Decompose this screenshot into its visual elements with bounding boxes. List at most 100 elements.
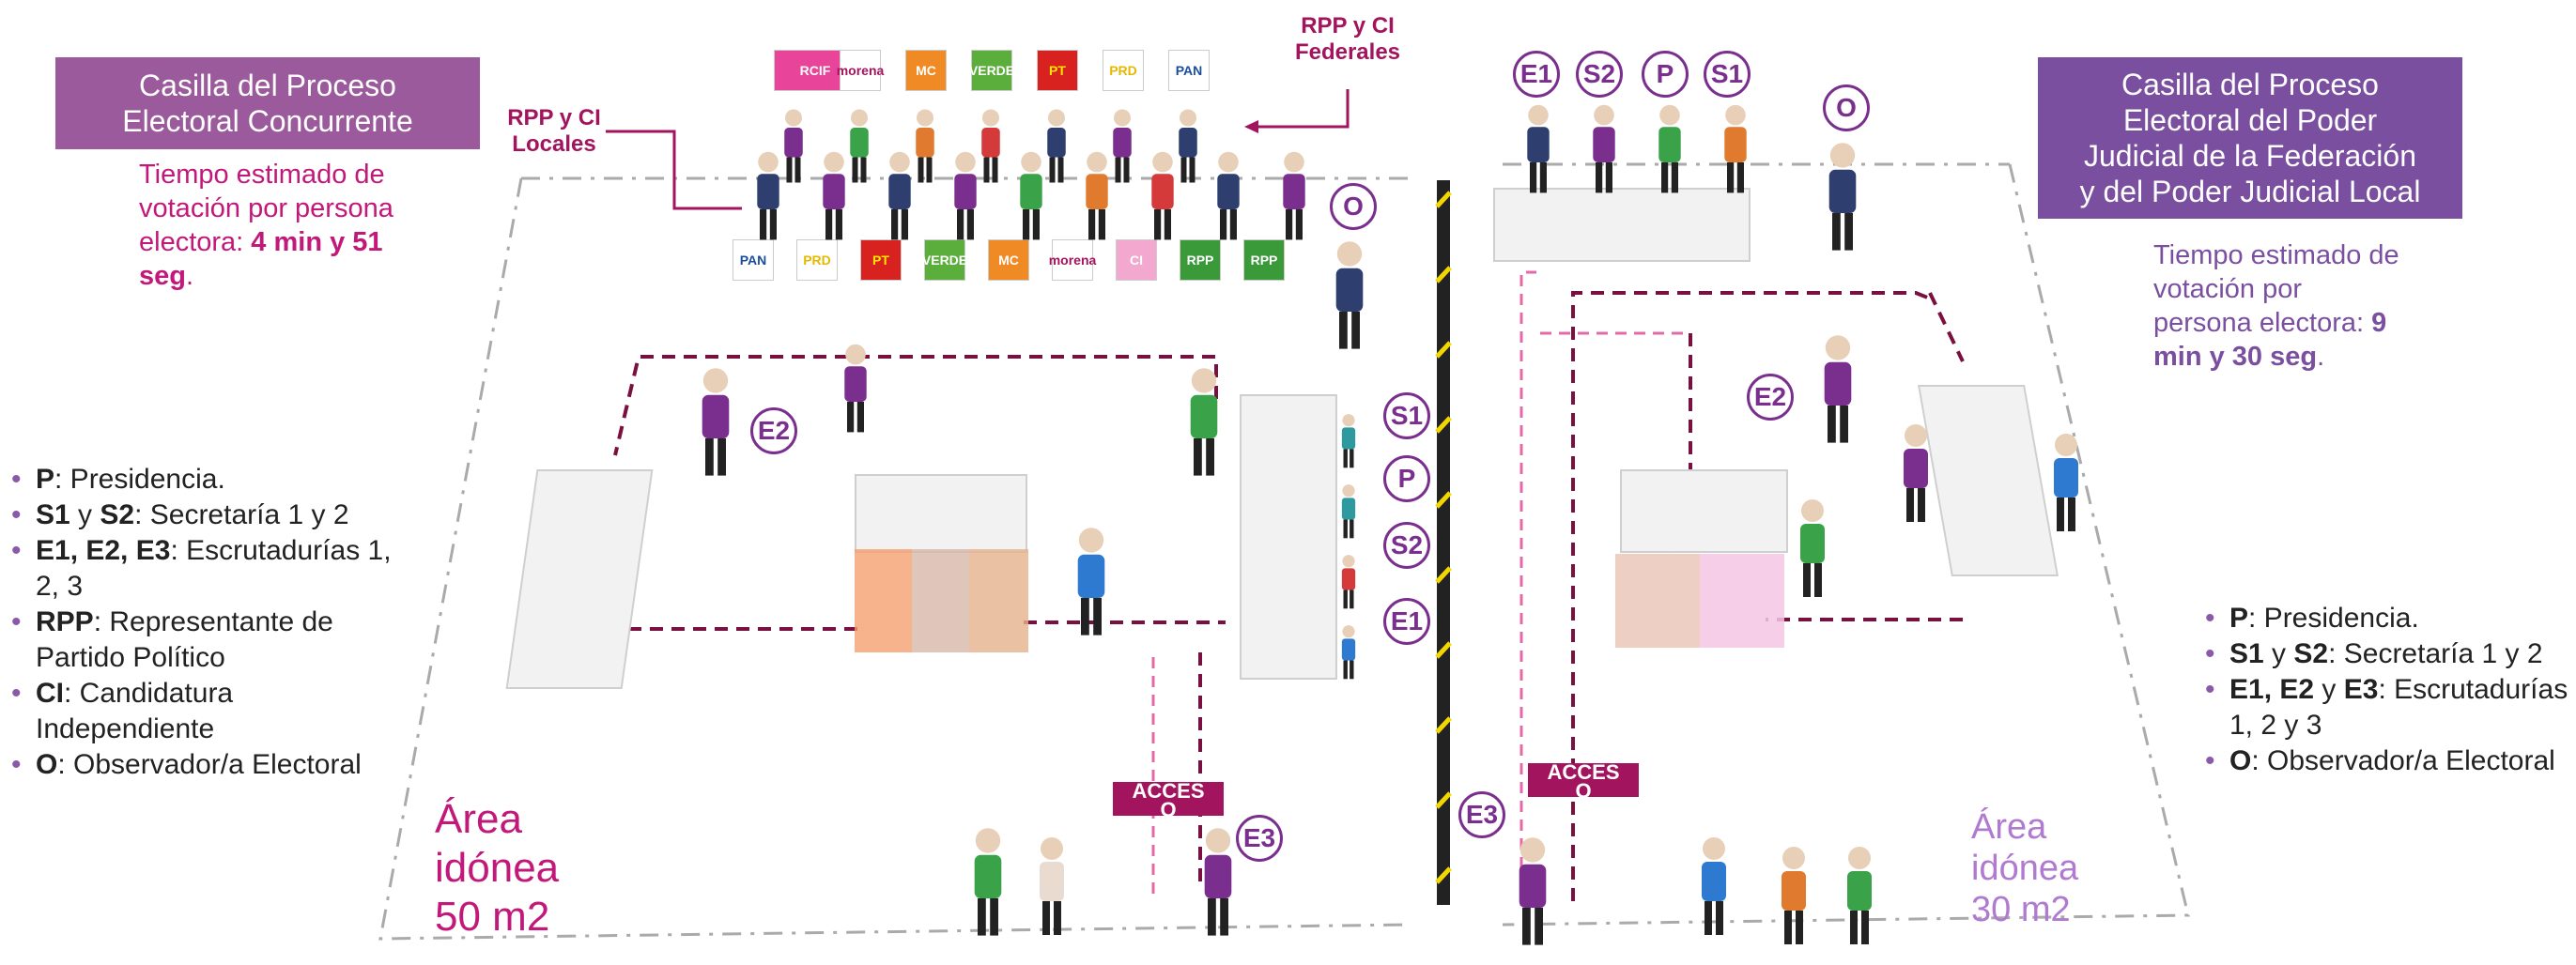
person-figure <box>1794 498 1831 605</box>
person-figure <box>977 108 1005 191</box>
legend-definition: : Representante de Partido Político <box>36 606 333 673</box>
person-figure <box>817 150 851 248</box>
area-right-l3: 30 m2 <box>1971 890 2071 929</box>
left-title-line2: Electoral Concurrente <box>122 104 413 138</box>
person-figure <box>967 826 1009 944</box>
legend-term: O <box>36 749 58 780</box>
person-figure <box>1146 150 1180 248</box>
person-figure <box>1775 845 1812 953</box>
person-figure <box>1014 150 1048 248</box>
right-floor-outline-side <box>1502 163 2190 927</box>
left-time-end: . <box>185 261 194 291</box>
badge-e2-left: E2 <box>750 407 797 454</box>
person-figure <box>1329 239 1370 358</box>
area-right-label: Área idónea 30 m2 <box>1971 806 2078 930</box>
right-time-estimate: Tiempo estimado de votación por persona … <box>2153 238 2407 374</box>
area-left-l1: Área <box>435 796 522 842</box>
person-figure <box>1822 141 1863 259</box>
party-logo-morena: morena <box>837 50 884 91</box>
party-logo-pan: PAN <box>733 239 774 281</box>
party-logo-pt: PT <box>1037 50 1078 91</box>
left-floor-outline-side <box>378 177 1410 941</box>
legend-term: E1, E2, E3 <box>36 535 171 566</box>
person-figure <box>1033 835 1071 943</box>
right-flow-entry <box>1519 270 1536 906</box>
legend-item: O: Observador/a Electoral <box>2205 743 2576 779</box>
right-title-box: Casilla del Proceso Electoral del Poder … <box>2038 57 2462 219</box>
legend-definition: : Presidencia. <box>2248 603 2419 634</box>
person-figure <box>1521 103 1555 201</box>
badge-e3-left: E3 <box>1236 815 1283 862</box>
party-logo-prd: PRD <box>1103 50 1144 91</box>
party-logo-morena: morena <box>1049 239 1096 281</box>
left-booth-table <box>855 474 1027 553</box>
left-ballot-boxes <box>855 549 1028 652</box>
legend-definition: : Secretaría 1 y 2 <box>134 499 349 530</box>
legend-term: P <box>2229 603 2249 634</box>
party-logo-pan: PAN <box>1168 50 1210 91</box>
area-left-label: Área idónea 50 m2 <box>435 795 559 942</box>
badge-p-left: P <box>1383 455 1430 502</box>
person-figure <box>1338 413 1359 475</box>
person-figure <box>1071 526 1112 644</box>
left-officials-table <box>1240 394 1337 680</box>
right-ballot-boxes <box>1615 554 1784 648</box>
person-figure <box>1841 845 1878 953</box>
left-title-box: Casilla del Proceso Electoral Concurrent… <box>55 57 480 149</box>
area-left-l3: 50 m2 <box>435 894 550 940</box>
party-logo-mc: MC <box>905 50 947 91</box>
badge-e2-right: E2 <box>1747 374 1794 421</box>
acceso-right-l1: ACCES <box>1547 760 1620 784</box>
person-figure <box>845 108 873 191</box>
person-figure <box>1695 835 1733 943</box>
person-figure <box>1512 835 1553 954</box>
person-figure <box>1174 108 1202 191</box>
badge-e3-right: E3 <box>1458 791 1505 838</box>
person-figure <box>1653 103 1687 201</box>
acceso-left-l1: ACCES <box>1132 779 1205 803</box>
legend-definition: : Escrutadurías 1, 2 y 3 <box>2229 674 2568 741</box>
person-figure <box>1211 150 1245 248</box>
person-figure <box>1897 422 1935 530</box>
right-time-text: Tiempo estimado de votación por persona … <box>2153 240 2399 338</box>
area-right-l1: Área <box>1971 807 2047 847</box>
rpp-crowd <box>733 108 1315 240</box>
left-flow-top <box>613 355 1218 456</box>
person-figure <box>1197 826 1239 944</box>
right-time-bold: 9 min y 30 seg <box>2153 308 2387 372</box>
badge-s1-right: S1 <box>1704 51 1751 98</box>
right-title-line1: Casilla del Proceso <box>2121 68 2379 101</box>
legend-item: CI: Candidatura Independiente <box>11 676 406 747</box>
acceso-left-l2: O <box>1160 798 1177 821</box>
badge-e1-right: E1 <box>1513 51 1560 98</box>
person-figure <box>1817 333 1859 452</box>
party-logo-prd: PRD <box>796 239 838 281</box>
right-flow-right <box>1928 292 1965 362</box>
legend-item: P: Presidencia. <box>2205 601 2576 636</box>
legend-right: P: Presidencia.S1 y S2: Secretaría 1 y 2… <box>2205 601 2576 779</box>
legend-term: O <box>2229 745 2252 776</box>
legend-definition: : Candidatura Independiente <box>36 678 234 744</box>
legend-connector: y <box>2314 674 2344 705</box>
badge-s2-right: S2 <box>1576 51 1623 98</box>
legend-item: E1, E2 y E3: Escrutadurías 1, 2 y 3 <box>2205 672 2576 743</box>
party-logo-rpp: RPP <box>1243 239 1285 281</box>
legend-definition: : Escrutadurías 1, 2, 3 <box>36 535 392 602</box>
right-flow-top <box>1571 291 1931 901</box>
party-logo-verde: VERDE <box>922 239 967 281</box>
right-time-end: . <box>2317 342 2325 372</box>
person-figure <box>1080 150 1114 248</box>
party-logo-pt: PT <box>860 239 902 281</box>
legend-term: P <box>36 464 55 495</box>
person-figure <box>779 108 808 191</box>
legend-term: S2 <box>100 499 135 530</box>
person-figure <box>1338 624 1359 686</box>
person-figure <box>2047 432 2085 540</box>
rpp-locales-connector <box>606 130 742 210</box>
person-figure <box>883 150 917 248</box>
left-time-bold: 4 min y 51 seg <box>139 227 383 291</box>
badge-o-left: O <box>1330 183 1377 230</box>
